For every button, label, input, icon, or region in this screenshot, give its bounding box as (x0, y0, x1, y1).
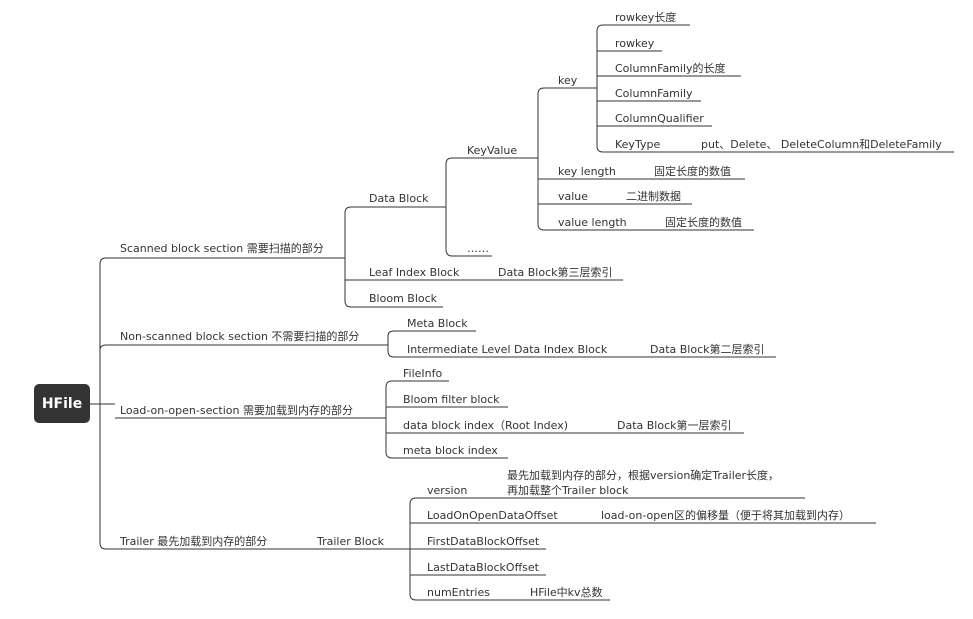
node-num-entries-label: numEntries (427, 586, 490, 599)
node-data-block-index-note: Data Block第一层索引 (617, 418, 732, 432)
node-rowkey-length-label: rowkey长度 (615, 10, 676, 24)
node-columnqualifier-label: ColumnQualifier (615, 112, 704, 125)
node-keyvalue-label: KeyValue (467, 144, 517, 157)
node-bloom-filter-block-label: Bloom filter block (403, 393, 500, 406)
node-first-datablock-offset[interactable]: FirstDataBlockOffset (424, 535, 546, 550)
node-version[interactable]: version 最先加载到内存的部分，根据version确定Trailer长度，… (424, 468, 805, 499)
node-loadonopen-section-label: Load-on-open-section 需要加载到内存的部分 (120, 403, 353, 417)
node-leaf-index-block-label: Leaf Index Block (369, 266, 460, 279)
node-data-block[interactable]: Data Block (366, 192, 430, 208)
node-columnfamily-label: ColumnFamily (615, 87, 693, 100)
root-label: HFile (42, 396, 82, 412)
node-fileinfo[interactable]: FileInfo (400, 367, 449, 382)
node-loadonopen-section[interactable]: Load-on-open-section 需要加载到内存的部分 (115, 403, 372, 419)
node-version-label: version (427, 484, 467, 497)
root-node[interactable]: HFile (34, 384, 90, 423)
node-value-length-label: value length (558, 216, 627, 229)
node-trailer-section[interactable]: Trailer 最先加载到内存的部分 (115, 534, 290, 550)
node-key-label: key (558, 74, 578, 87)
node-last-datablock-offset-label: LastDataBlockOffset (427, 561, 540, 574)
node-value-length-note: 固定长度的数值 (665, 215, 742, 229)
node-num-entries[interactable]: numEntries HFile中kv总数 (424, 585, 610, 601)
node-bloom-filter-block[interactable]: Bloom filter block (400, 393, 508, 408)
node-loadonopen-offset[interactable]: LoadOnOpenDataOffset load-on-open区的偏移量（便… (424, 508, 876, 524)
connectors (90, 24, 612, 601)
node-columnfamily[interactable]: ColumnFamily (612, 87, 701, 102)
node-meta-block[interactable]: Meta Block (404, 317, 476, 332)
node-num-entries-note: HFile中kv总数 (530, 585, 603, 599)
node-nonscanned-section-label: Non-scanned block section 不需要扫描的部分 (120, 329, 359, 343)
node-intermediate-index-note: Data Block第二层索引 (650, 342, 765, 356)
node-version-note-line2: 再加载整个Trailer block (507, 483, 629, 497)
node-last-datablock-offset[interactable]: LastDataBlockOffset (424, 561, 546, 576)
node-trailer-section-label: Trailer 最先加载到内存的部分 (119, 534, 267, 548)
node-data-block-index-label: data block index（Root Index) (403, 419, 568, 432)
node-leaf-index-note: Data Block第三层索引 (498, 265, 613, 279)
node-key-length-label: key length (558, 165, 616, 178)
node-value-length[interactable]: value length 固定长度的数值 (555, 215, 754, 231)
node-bloom-block-label: Bloom Block (369, 292, 438, 305)
node-columnqualifier[interactable]: ColumnQualifier (612, 112, 712, 127)
node-ellipsis[interactable]: …… (464, 242, 492, 257)
node-ellipsis-label: …… (467, 242, 489, 255)
node-trailer-block[interactable]: Trailer Block (314, 535, 394, 550)
node-keytype-note: put、Delete、 DeleteColumn和DeleteFamily (701, 138, 942, 151)
node-version-note-line1: 最先加载到内存的部分，根据version确定Trailer长度， (507, 468, 779, 482)
node-data-block-label: Data Block (369, 192, 429, 205)
node-keytype[interactable]: KeyType put、Delete、 DeleteColumn和DeleteF… (612, 138, 954, 153)
node-columnfamily-length-label: ColumnFamily的长度 (615, 61, 726, 75)
node-key-length-note: 固定长度的数值 (654, 164, 731, 178)
node-keytype-label: KeyType (615, 138, 660, 151)
node-intermediate-index[interactable]: Intermediate Level Data Index Block Data… (404, 342, 776, 358)
node-loadonopen-offset-label: LoadOnOpenDataOffset (427, 509, 558, 522)
node-meta-block-index[interactable]: meta block index (400, 444, 508, 459)
node-first-datablock-offset-label: FirstDataBlockOffset (427, 535, 540, 548)
node-key-length[interactable]: key length 固定长度的数值 (555, 164, 745, 180)
node-columnfamily-length[interactable]: ColumnFamily的长度 (612, 61, 741, 77)
node-rowkey-length[interactable]: rowkey长度 (612, 10, 690, 26)
node-rowkey[interactable]: rowkey (612, 37, 662, 52)
node-fileinfo-label: FileInfo (403, 367, 442, 380)
node-key[interactable]: key (555, 74, 583, 89)
node-nonscanned-section[interactable]: Non-scanned block section 不需要扫描的部分 (115, 329, 375, 346)
node-trailer-block-label: Trailer Block (316, 535, 385, 548)
node-value-label: value (558, 190, 588, 203)
node-value[interactable]: value 二进制数据 (555, 189, 692, 205)
node-loadonopen-offset-note: load-on-open区的偏移量（便于将其加载到内存） (601, 508, 850, 522)
node-data-block-index[interactable]: data block index（Root Index) Data Block第… (400, 418, 744, 434)
node-meta-block-label: Meta Block (407, 317, 468, 330)
node-bloom-block[interactable]: Bloom Block (366, 292, 443, 308)
node-leaf-index-block[interactable]: Leaf Index Block Data Block第三层索引 (366, 265, 623, 281)
node-rowkey-label: rowkey (615, 37, 655, 50)
node-meta-block-index-label: meta block index (403, 444, 498, 457)
node-scanned-section[interactable]: Scanned block section 需要扫描的部分 (115, 241, 335, 259)
node-scanned-section-label: Scanned block section 需要扫描的部分 (120, 241, 324, 255)
node-intermediate-index-label: Intermediate Level Data Index Block (407, 343, 608, 356)
node-value-note: 二进制数据 (626, 189, 681, 203)
node-keyvalue[interactable]: KeyValue (464, 144, 520, 159)
